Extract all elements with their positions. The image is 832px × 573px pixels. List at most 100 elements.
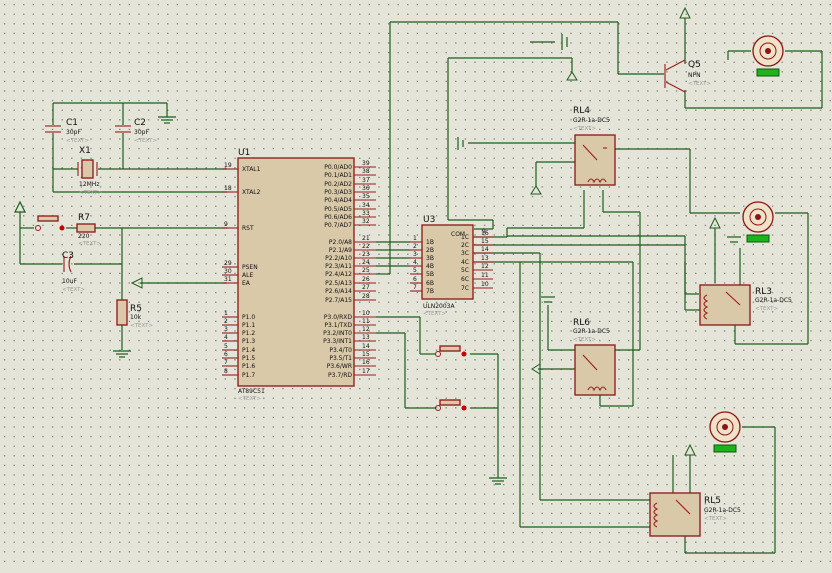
u1-pin-number: 3 [224, 326, 228, 333]
u1-pin-number: 35 [362, 193, 370, 200]
u1-pin-label: P0.6/AD6 [324, 214, 352, 221]
u3-pin-label: 2C [461, 242, 469, 249]
resistor-r7[interactable] [76, 223, 96, 233]
u1-pin-label: P0.3/AD3 [324, 189, 352, 196]
uln2003a-u3-body[interactable] [421, 224, 474, 300]
c2-ref: C2 [134, 118, 146, 128]
u3-pin-label: 3B [426, 255, 434, 262]
rl5-ref: RL5 [704, 496, 721, 506]
u3-pin-label: 4B [426, 263, 434, 270]
ea-arrow [130, 277, 143, 289]
u3-ref: U3 [423, 215, 435, 225]
u1-pin-number: 7 [224, 359, 228, 366]
capacitor-c3[interactable] [63, 255, 72, 273]
u1-pin-number: 22 [362, 243, 370, 250]
u1-pin-number: 18 [224, 185, 232, 192]
resistor-r5[interactable] [116, 299, 128, 326]
supply-symbol [457, 137, 464, 150]
u1-pin-number: 19 [224, 162, 232, 169]
capacitor-c2[interactable] [115, 125, 131, 133]
u1-part: AT89C51 [238, 388, 265, 395]
u1-pin-number: 2 [224, 318, 228, 325]
r7-value: 220 [78, 233, 90, 240]
microcontroller-u1-body[interactable] [237, 157, 355, 387]
u1-pin-label: P3.6/WR [327, 363, 352, 370]
u1-pin-number: 29 [224, 260, 232, 267]
transistor-q5[interactable] [664, 59, 686, 93]
x1-ref: X1 [79, 146, 91, 156]
power-terminal [679, 6, 691, 19]
c1-value: 30pF [66, 129, 81, 136]
ground-symbol [113, 350, 131, 358]
u1-pin-number: 33 [362, 210, 370, 217]
u1-pin-number: 8 [224, 368, 228, 375]
u1-pin-label: RST [242, 225, 254, 232]
u1-pin-number: 13 [362, 334, 370, 341]
pushbutton-p32[interactable] [435, 345, 467, 357]
wires [19, 18, 823, 554]
relay-rl4[interactable] [574, 134, 616, 186]
crystal-x1[interactable] [77, 159, 98, 179]
u1-pin-label: P2.0/A8 [329, 239, 352, 246]
relay-rl6[interactable] [574, 344, 616, 396]
u3-text: <TEXT> [423, 311, 446, 317]
power-terminal [684, 443, 696, 456]
motor-2[interactable] [742, 201, 774, 243]
u3-pin-number: 10 [481, 281, 489, 288]
ground-arrow [530, 185, 542, 195]
u1-ref: U1 [238, 148, 250, 158]
power-terminal [531, 363, 541, 375]
power-terminal [709, 216, 721, 229]
u3-pin-label: 1C [461, 234, 469, 241]
u1-pin-number: 25 [362, 267, 370, 274]
u3-part: ULN2003A [423, 303, 455, 310]
u3-pin-label: 1B [426, 239, 434, 246]
u1-text: <TEXT> [238, 396, 261, 402]
u3-pin-number: 5 [413, 267, 417, 274]
u1-pin-number: 9 [224, 221, 228, 228]
u1-pin-label: P0.5/AD5 [324, 206, 352, 213]
rl4-value: G2R-1a-DC5 [573, 117, 610, 124]
u1-pin-number: 31 [224, 276, 232, 283]
u1-pin-number: 12 [362, 326, 370, 333]
u1-pin-label: P1.4 [242, 347, 255, 354]
u1-pin-label: P3.5/T1 [329, 355, 352, 362]
u3-pin-label: 2B [426, 247, 434, 254]
u1-pin-label: ALE [242, 272, 253, 279]
u1-pin-number: 1 [224, 310, 228, 317]
motor-3[interactable] [709, 411, 741, 453]
rl3-text: <TEXT> [755, 306, 778, 312]
u1-pin-label: P2.2/A10 [325, 255, 352, 262]
c3-value: 10uF [62, 278, 77, 285]
u1-pin-label: P3.1/TXD [324, 322, 352, 329]
motor-1[interactable] [752, 35, 784, 77]
u3-pin-number: 14 [481, 246, 489, 253]
u3-pin-label: 5C [461, 267, 469, 274]
reset-pushbutton[interactable] [35, 215, 65, 231]
x1-value: 12MHz [79, 181, 99, 188]
u3-pin-label: 7B [426, 288, 434, 295]
u1-pin-number: 26 [362, 276, 370, 283]
u1-pin-number: 10 [362, 310, 370, 317]
u3-pin-label: 6C [461, 276, 469, 283]
u3-com: COM [451, 231, 465, 238]
relay-rl3[interactable] [699, 284, 751, 326]
u3-pin-number: 16 [481, 230, 489, 237]
u1-pin-label: P1.6 [242, 363, 255, 370]
capacitor-c1[interactable] [45, 125, 61, 133]
rl5-value: G2R-1a-DC5 [704, 507, 741, 514]
u3-pin-number: 15 [481, 238, 489, 245]
u1-pin-label: P2.5/A13 [325, 280, 352, 287]
relay-rl5[interactable] [649, 492, 701, 537]
u1-pin-number: 21 [362, 235, 370, 242]
u3-pin-label: 7C [461, 285, 469, 292]
r5-ref: R5 [130, 304, 142, 314]
c2-value: 30pF [134, 129, 149, 136]
u1-pin-label: P2.7/A15 [325, 297, 352, 304]
u1-pin-label: P1.1 [242, 322, 255, 329]
u3-pin-number: 4 [413, 259, 417, 266]
pushbutton-p33[interactable] [435, 399, 467, 411]
u1-pin-label: P0.2/AD2 [324, 181, 352, 188]
u3-com-pin: 9 [482, 228, 486, 235]
u1-pin-number: 38 [362, 168, 370, 175]
